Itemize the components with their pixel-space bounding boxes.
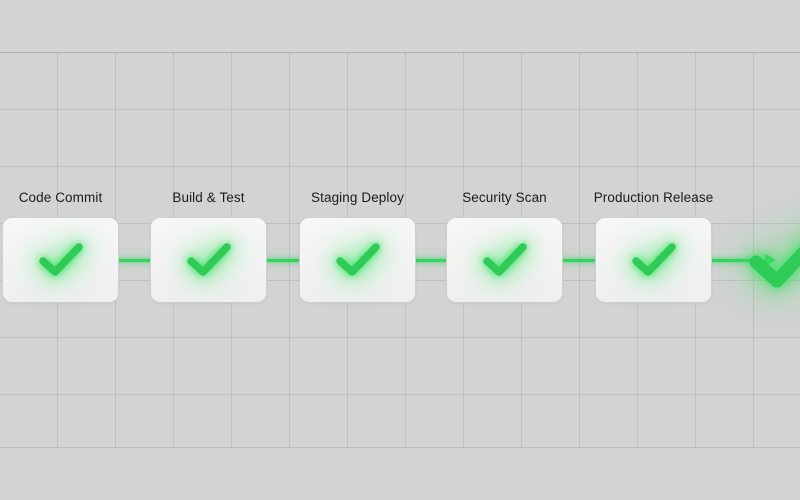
stage-label: Production Release	[593, 190, 714, 205]
stage-card[interactable]	[2, 217, 119, 303]
pipeline-stage-security-scan[interactable]: Security Scan	[446, 190, 563, 303]
stage-card[interactable]	[446, 217, 563, 303]
check-icon	[34, 233, 88, 287]
stage-label: Code Commit	[18, 190, 103, 205]
grid-bottom-divider	[0, 447, 800, 448]
pipeline-stage-production-release[interactable]: Production Release	[594, 190, 713, 303]
grid-top-divider	[0, 52, 800, 53]
stage-label: Build & Test	[172, 190, 245, 205]
stage-label: Security Scan	[462, 190, 547, 205]
stage-card[interactable]	[150, 217, 267, 303]
check-icon	[331, 233, 385, 287]
check-icon	[748, 226, 800, 294]
pipeline-stage-code-commit[interactable]: Code Commit	[2, 190, 119, 303]
stage-card[interactable]	[299, 217, 416, 303]
pipeline-stage-build-test[interactable]: Build & Test	[150, 190, 267, 303]
pipeline-stage-staging-deploy[interactable]: Staging Deploy	[299, 190, 416, 303]
stage-label: Staging Deploy	[311, 190, 404, 205]
check-icon	[182, 233, 236, 287]
check-icon	[627, 233, 681, 287]
stage-card[interactable]	[595, 217, 712, 303]
check-icon	[478, 233, 532, 287]
